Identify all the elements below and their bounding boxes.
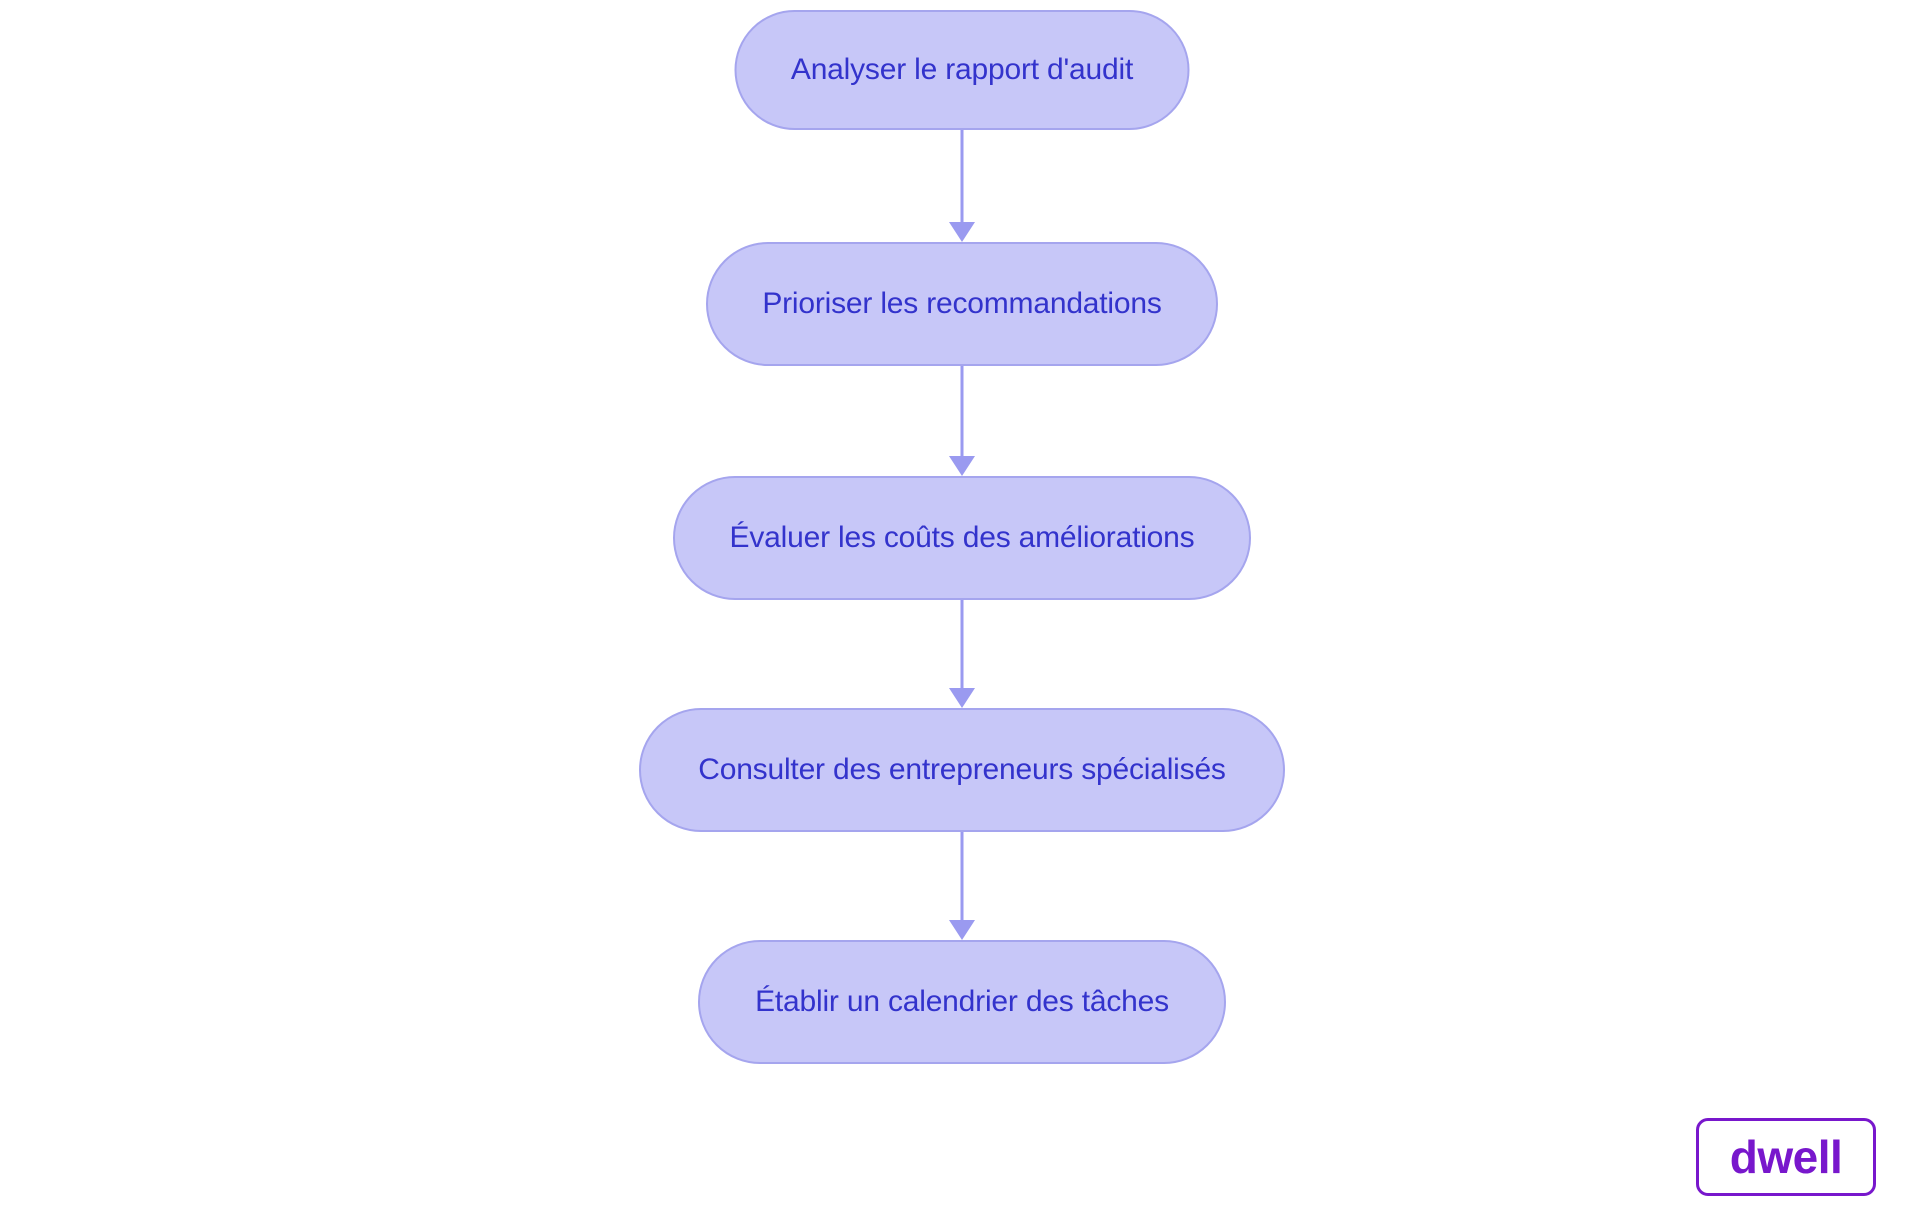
flow-node-label: Évaluer les coûts des améliorations	[729, 521, 1195, 554]
flow-node-label: Prioriser les recommandations	[762, 287, 1162, 320]
flow-edge-n3-n4	[948, 600, 976, 708]
flow-edge-n4-n5	[948, 832, 976, 940]
flow-edge-n2-n3	[948, 366, 976, 476]
flow-node-analyser-le-rapport-daudit[interactable]: Analyser le rapport d'audit	[734, 10, 1190, 130]
arrow-down-icon	[949, 222, 975, 242]
flow-node-label: Consulter des entrepreneurs spécialisés	[698, 753, 1226, 786]
flow-node-evaluer-les-couts-des-ameliorations[interactable]: Évaluer les coûts des améliorations	[673, 476, 1251, 600]
flow-edge-line	[960, 600, 964, 690]
flow-edge-n1-n2	[948, 130, 976, 242]
flow-node-label: Analyser le rapport d'audit	[790, 53, 1134, 86]
flow-edge-line	[960, 366, 964, 458]
flow-node-label: Établir un calendrier des tâches	[755, 985, 1169, 1018]
flow-node-prioriser-les-recommandations[interactable]: Prioriser les recommandations	[706, 242, 1218, 366]
brand-logo[interactable]: dwell	[1696, 1118, 1876, 1196]
flow-edge-line	[960, 832, 964, 922]
brand-logo-text: dwell	[1729, 1131, 1843, 1183]
arrow-down-icon	[949, 688, 975, 708]
arrow-down-icon	[949, 920, 975, 940]
flow-node-consulter-des-entrepreneurs-specialises[interactable]: Consulter des entrepreneurs spécialisés	[639, 708, 1285, 832]
arrow-down-icon	[949, 456, 975, 476]
flow-edge-line	[960, 130, 964, 224]
flow-node-etablir-un-calendrier-des-taches[interactable]: Établir un calendrier des tâches	[698, 940, 1226, 1064]
